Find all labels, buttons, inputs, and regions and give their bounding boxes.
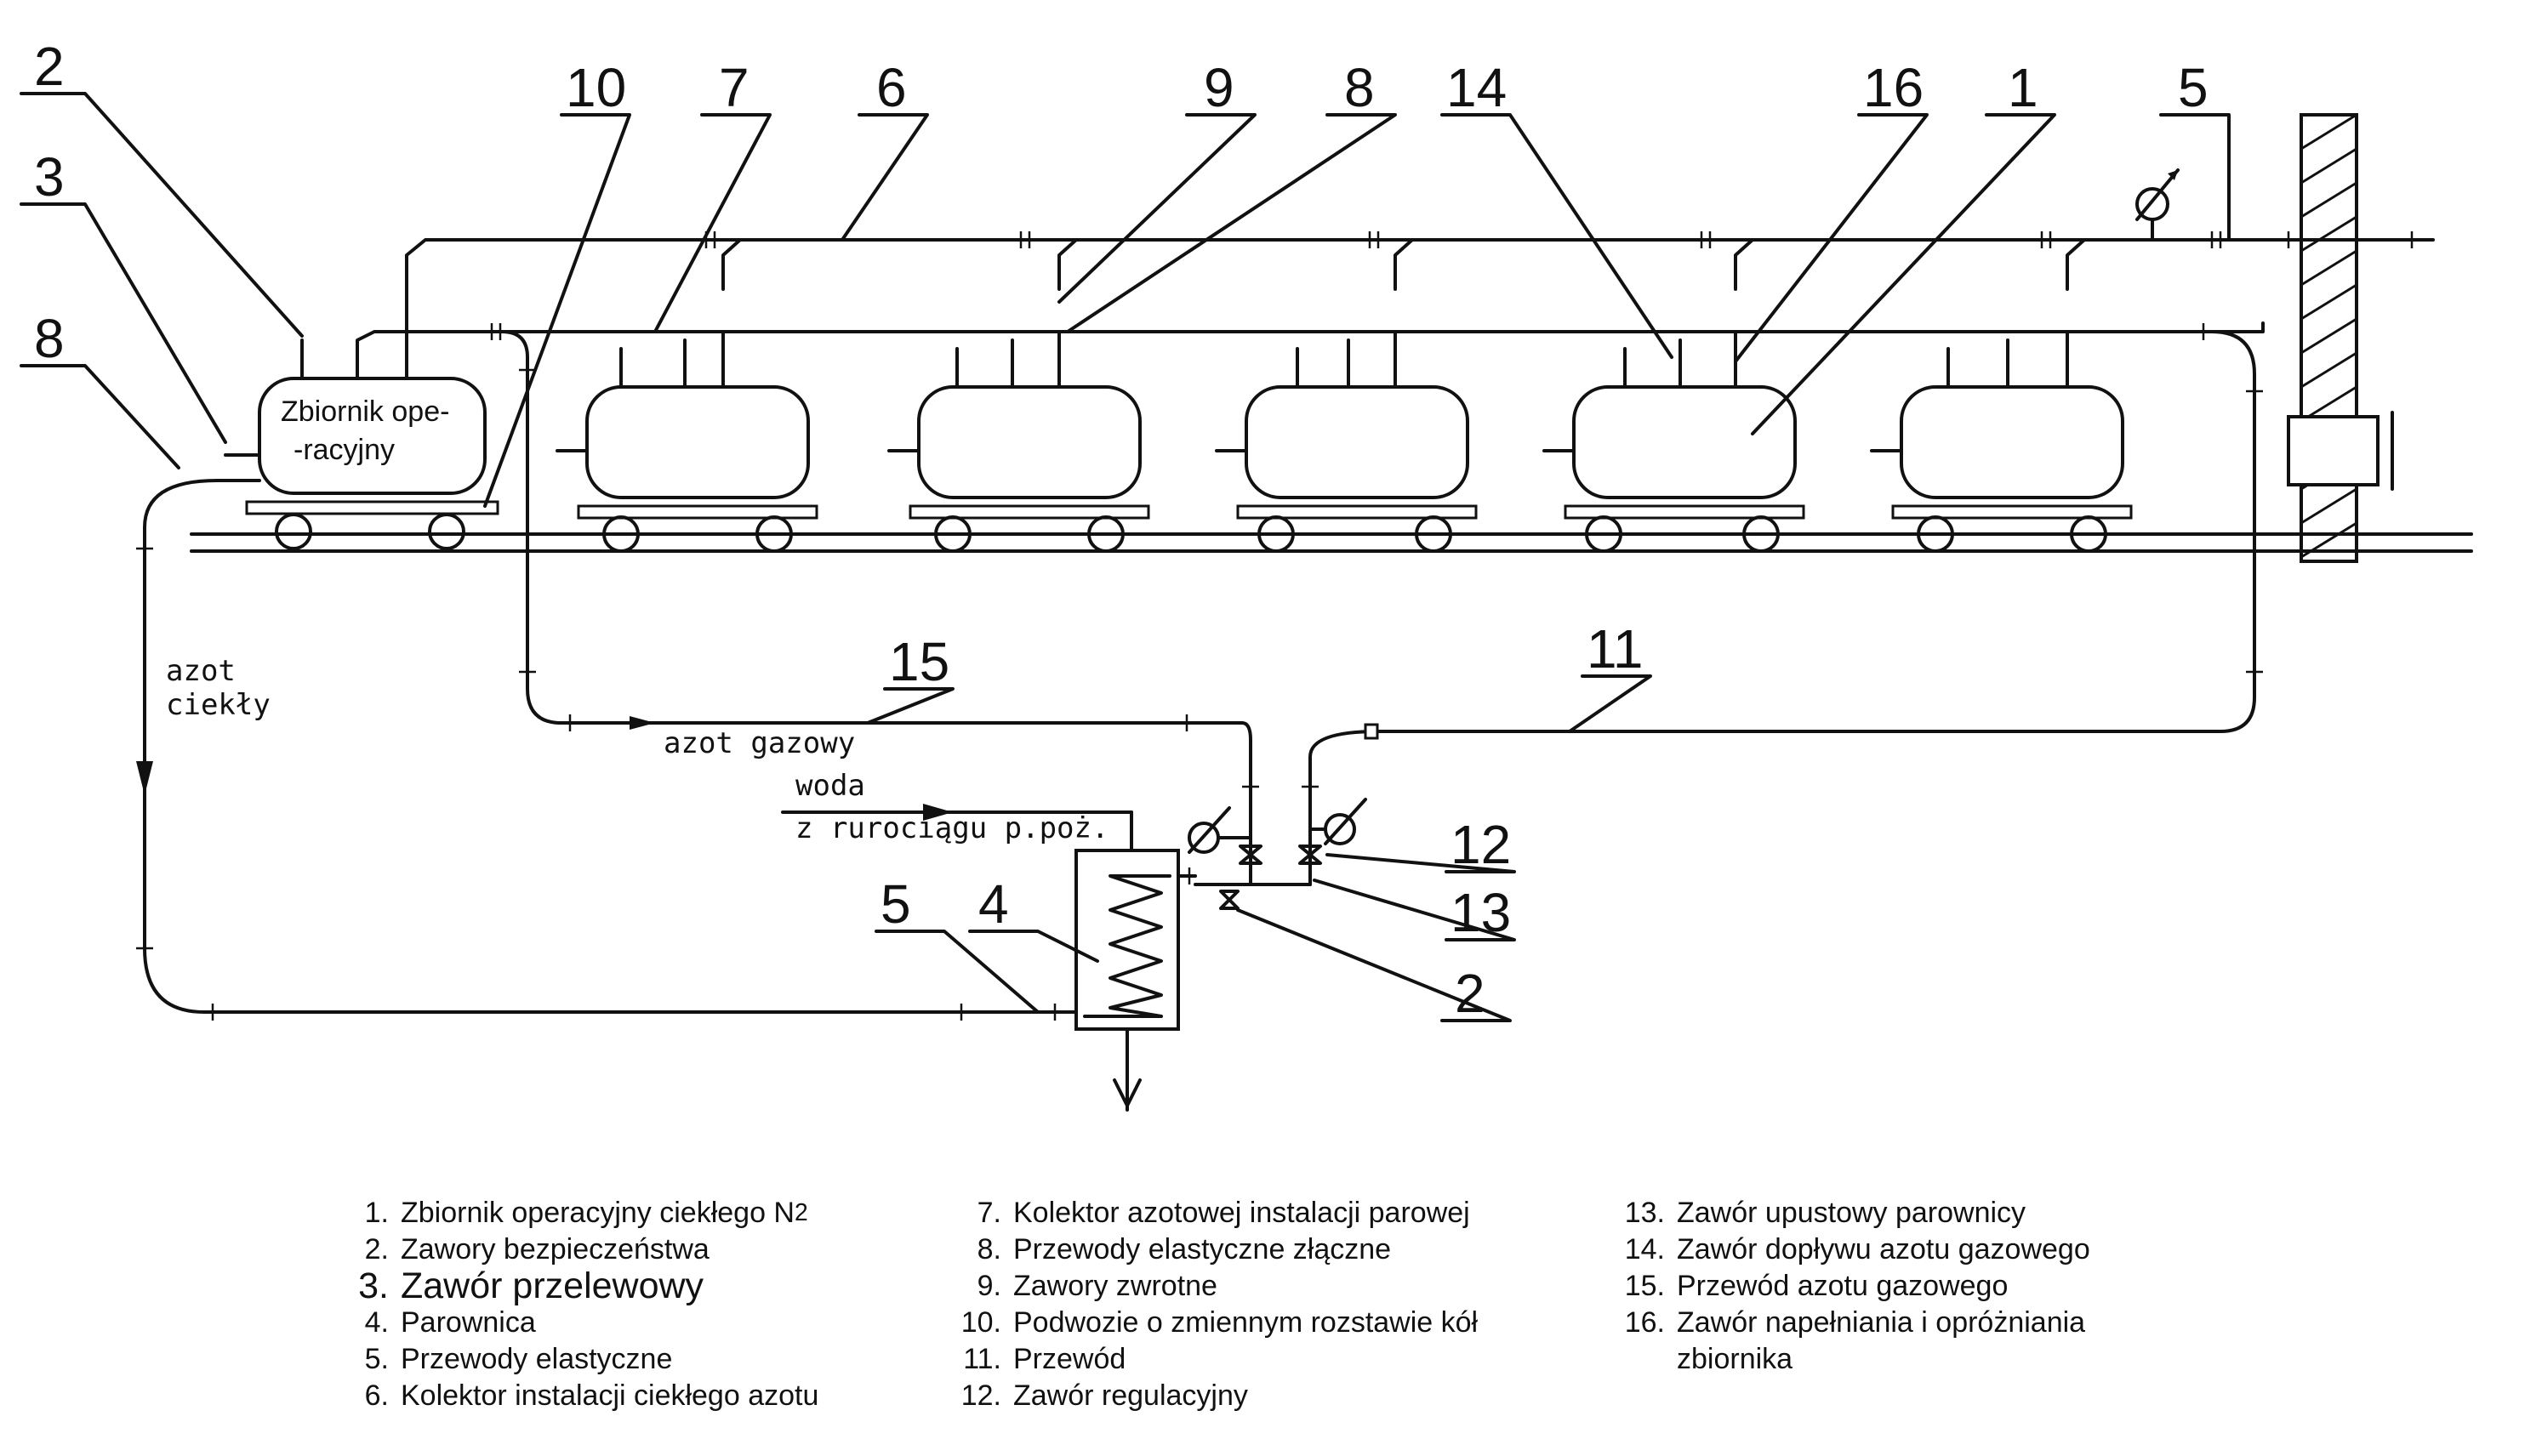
tank-label-line1: Zbiornik ope- — [281, 395, 449, 428]
callout-12: 12 — [1451, 814, 1511, 875]
legend-item-3: 3.Zawór przelewowy — [358, 1265, 704, 1306]
legend-item-16-continued: zbiornika — [1677, 1343, 1793, 1375]
evaporator — [781, 804, 1197, 1112]
legend-column-2: 7.Kolektor azotowej instalacji parowej 8… — [957, 1195, 1621, 1414]
callout-2-bottom: 2 — [1455, 963, 1485, 1024]
tank-6 — [1870, 330, 2133, 553]
callout-11: 11 — [1587, 618, 1643, 680]
callout-9: 9 — [1204, 57, 1234, 118]
callout-8-top: 8 — [1344, 57, 1375, 118]
callout-13: 13 — [1451, 882, 1511, 943]
legend-item-6: 6.Kolektor instalacji ciekłego azotu — [364, 1379, 819, 1412]
legend-item-4: 4.Parownica — [364, 1306, 536, 1339]
callout-14: 14 — [1446, 57, 1507, 118]
callout-8-left: 8 — [34, 308, 65, 369]
callout-16: 16 — [1863, 57, 1924, 118]
legend-item-8: 8.Przewody elastyczne złączne — [977, 1233, 1392, 1265]
tank-operational: Zbiornik ope- -racyjny — [215, 287, 499, 550]
callout-2-top: 2 — [34, 36, 65, 97]
gas-nitrogen-collector — [356, 321, 2265, 733]
label-water-2: z rurociągu p.poż. — [795, 811, 1109, 845]
wall — [2287, 113, 2394, 563]
callout-10: 10 — [566, 57, 626, 118]
tank-2 — [556, 330, 818, 553]
legend-item-2: 2.Zawory bezpieczeństwa — [364, 1233, 710, 1265]
legend-item-5: 5.Przewody elastyczne — [364, 1343, 673, 1375]
callout-7: 7 — [719, 57, 749, 118]
callout-4: 4 — [978, 873, 1009, 935]
label-gas-nitrogen: azot gazowy — [664, 726, 855, 760]
label-liquid-nitrogen-2: ciekły — [166, 688, 271, 722]
callout-1: 1 — [2008, 57, 2038, 118]
callout-5-bottom: 5 — [881, 873, 911, 935]
callout-numbers: 2 3 8 10 7 6 9 8 14 16 1 5 15 11 12 13 2… — [34, 36, 2209, 1024]
legend-item-10: 10.Podwozie o zmiennym rozstawie kół — [960, 1306, 1479, 1339]
label-water-1: woda — [795, 769, 865, 803]
tank-4 — [1215, 330, 1478, 553]
callout-6: 6 — [876, 57, 907, 118]
legend-item-7: 7.Kolektor azotowej instalacji parowej — [977, 1197, 1470, 1229]
legend-item-12: 12.Zawór regulacyjny — [960, 1379, 1248, 1412]
callout-5-top: 5 — [2178, 57, 2209, 118]
flow-labels: azot ciekły azot gazowy woda z rurociągu… — [166, 654, 1109, 845]
legend-column-3: 13.Zawór upustowy parownicy 14.Zawór dop… — [1621, 1195, 2233, 1414]
liquid-nitrogen-line — [136, 479, 1078, 1021]
legend-item-9: 9.Zawory zwrotne — [977, 1270, 1217, 1302]
tank-label-line2: -racyjny — [294, 434, 395, 466]
callout-leaders — [20, 92, 2231, 1022]
callout-15: 15 — [889, 631, 949, 692]
evaporator-piping — [1188, 721, 1380, 910]
rail-track — [190, 532, 2473, 553]
legend-item-14: 14.Zawór dopływu azotu gazowego — [1624, 1233, 2090, 1265]
tank-5 — [1542, 330, 1805, 553]
legend-item-11: 11.Przewód — [963, 1343, 1126, 1375]
callout-3: 3 — [34, 146, 65, 208]
legend-item-16: 16.Zawór napełniania i opróżniania — [1624, 1306, 2086, 1339]
legend-item-13: 13.Zawór upustowy parownicy — [1624, 1197, 2026, 1229]
tank-3 — [887, 330, 1150, 553]
label-liquid-nitrogen-1: azot — [166, 654, 236, 688]
legend-item-15: 15.Przewód azotu gazowego — [1624, 1270, 2009, 1302]
